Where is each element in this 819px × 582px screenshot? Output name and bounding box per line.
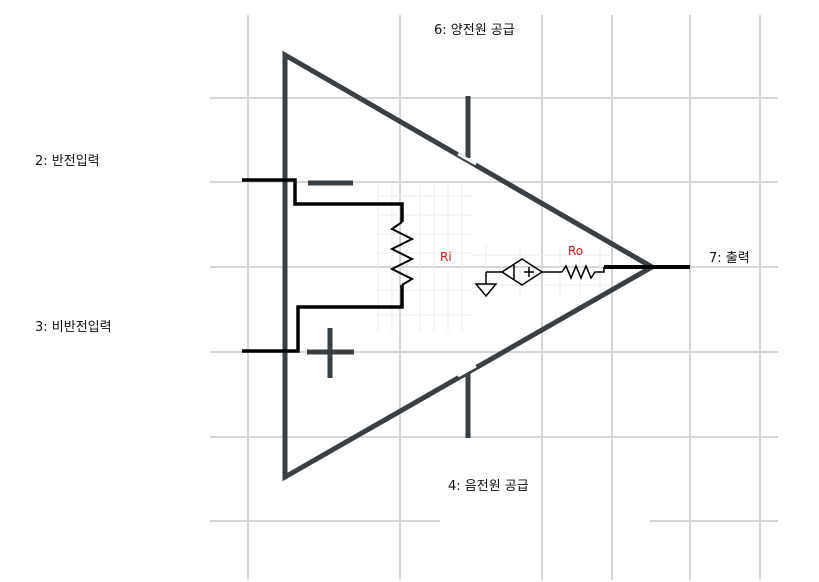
dependent-voltage-source bbox=[500, 258, 544, 286]
positive-supply-label: 6: 양전원 공급 bbox=[434, 23, 515, 38]
fine-grid-ri bbox=[377, 185, 472, 332]
ro-label: Ro bbox=[568, 244, 584, 258]
negative-supply-label: 4: 음전원 공급 bbox=[448, 479, 529, 494]
input-resistor-ri bbox=[389, 221, 415, 286]
background-grid bbox=[210, 15, 778, 580]
ri-label: Ri bbox=[440, 250, 452, 264]
inverting-input-wire bbox=[242, 178, 404, 222]
supply-gap-bottom bbox=[457, 364, 477, 378]
non-inverting-input-wire bbox=[242, 285, 404, 353]
plus-symbol bbox=[307, 328, 354, 378]
ground-symbol bbox=[474, 271, 502, 298]
non-inverting-input-label: 3: 비반전입력 bbox=[35, 320, 112, 335]
supply-gap-top bbox=[457, 152, 477, 166]
output-resistor-ro bbox=[561, 264, 605, 280]
output-label: 7: 출력 bbox=[709, 251, 750, 266]
inverting-input-label: 2: 반전입력 bbox=[35, 154, 100, 169]
